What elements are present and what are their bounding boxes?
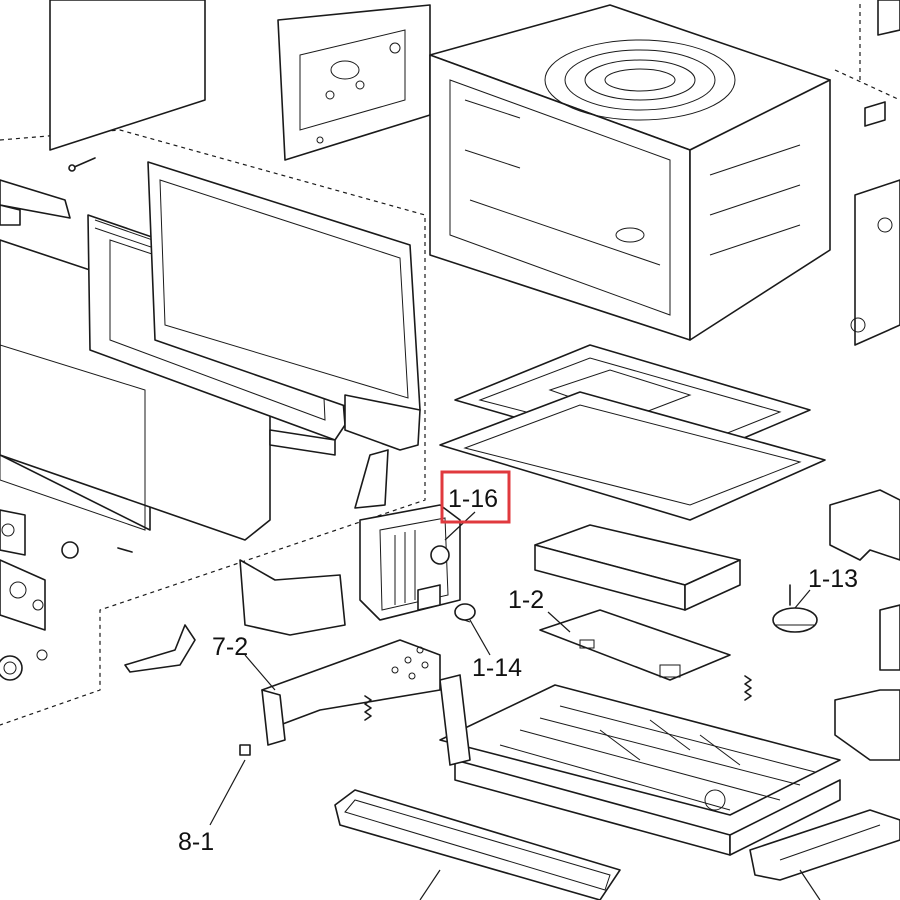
door-lever <box>124 624 196 673</box>
waveguide-plates <box>439 344 826 521</box>
label-1-2: 1-2 <box>508 586 544 614</box>
leader-lines <box>209 511 821 900</box>
springs <box>364 675 752 721</box>
air-guide <box>239 559 346 636</box>
front-trim <box>334 789 621 900</box>
oven-cavity <box>429 4 831 341</box>
bottom-right-bracket <box>749 809 900 881</box>
right-side-bracket <box>850 0 900 346</box>
rubber-foot <box>239 744 251 756</box>
part-labels: 1-16 1-13 1-2 1-14 7-2 8-1 <box>178 485 858 856</box>
label-1-16: 1-16 <box>448 485 498 513</box>
door-frame <box>87 161 421 441</box>
mounting-bracket <box>261 639 441 746</box>
base-tray <box>439 674 841 856</box>
rear-cover-plate <box>277 4 431 161</box>
hinge-bracket <box>0 179 71 226</box>
transformer-box <box>534 524 741 611</box>
label-8-1: 8-1 <box>178 828 214 856</box>
back-panel <box>49 0 206 151</box>
screw <box>68 157 96 172</box>
assembly-boundary <box>0 0 900 726</box>
thermostat <box>454 603 476 623</box>
label-1-14: 1-14 <box>472 654 522 682</box>
magnetron <box>359 504 461 621</box>
pcb-board <box>539 609 731 681</box>
label-1-13: 1-13 <box>808 565 858 593</box>
highlight-box <box>440 470 511 524</box>
label-7-2: 7-2 <box>212 633 248 661</box>
control-panel-parts <box>0 509 133 681</box>
door-latch-parts <box>269 394 421 509</box>
fan-housing <box>829 489 900 761</box>
